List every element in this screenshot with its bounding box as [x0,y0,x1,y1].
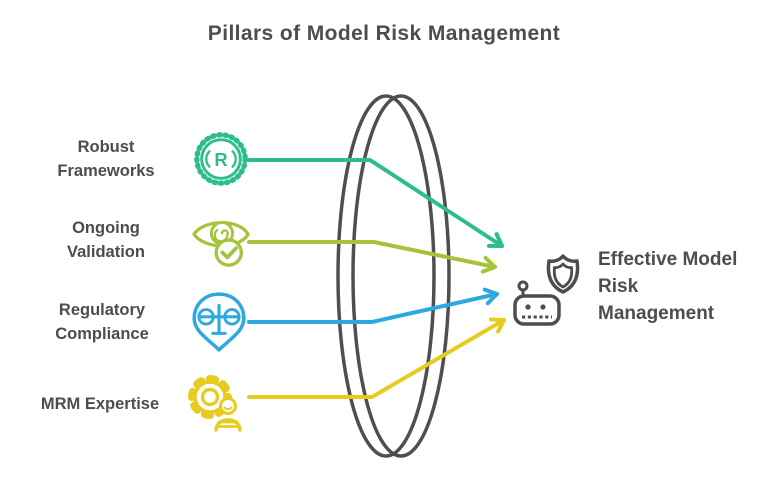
arrow-ongoing-validation [247,240,497,274]
lens-ellipse-front [336,94,436,458]
robot-shield-icon [513,254,580,326]
pillar-label-line: MRM Expertise [40,395,160,413]
lens-ellipse-back [351,94,451,458]
result-label-line: Effective Model [598,249,738,270]
svg-text:R: R [214,149,227,170]
certified-seal-r-icon: R [194,132,248,186]
result-label: Effective Model Risk Management [598,244,737,327]
pillar-label-line: Frameworks [57,162,155,180]
result-label-line: Risk [598,276,639,297]
result-effective-mrm: Effective Model Risk Management [510,244,737,332]
pillar-label-mrm-expertise: MRM Expertise [19,392,181,416]
pillar-label-robust-frameworks: Robust Frameworks [25,135,187,183]
pillar-label-regulatory-compliance: Regulatory Compliance [21,298,183,346]
pillar-mrm-expertise: MRM Expertise [0,372,250,436]
pillar-label-line: Validation [67,243,145,261]
gear-person-icon [188,375,242,432]
pillar-ongoing-validation: Ongoing Validation [0,208,250,272]
pillar-label-ongoing-validation: Ongoing Validation [25,216,187,264]
pillar-robust-frameworks: Robust Frameworks R [0,127,250,191]
pillar-label-line: Compliance [55,325,149,343]
pillar-regulatory-compliance: Regulatory Compliance [0,290,250,354]
eye-checkmark-icon [192,221,250,267]
arrow-robust-frameworks [247,158,504,248]
arrow-regulatory-compliance [247,287,499,324]
pillar-label-line: Robust [77,138,135,156]
pillar-label-line: Ongoing [72,219,140,237]
scales-pin-icon [192,292,246,352]
pillar-label-line: Regulatory [58,301,146,319]
page-title: Pillars of Model Risk Management [207,22,561,45]
arrow-mrm-expertise [247,317,506,399]
result-label-line: Management [598,303,715,324]
